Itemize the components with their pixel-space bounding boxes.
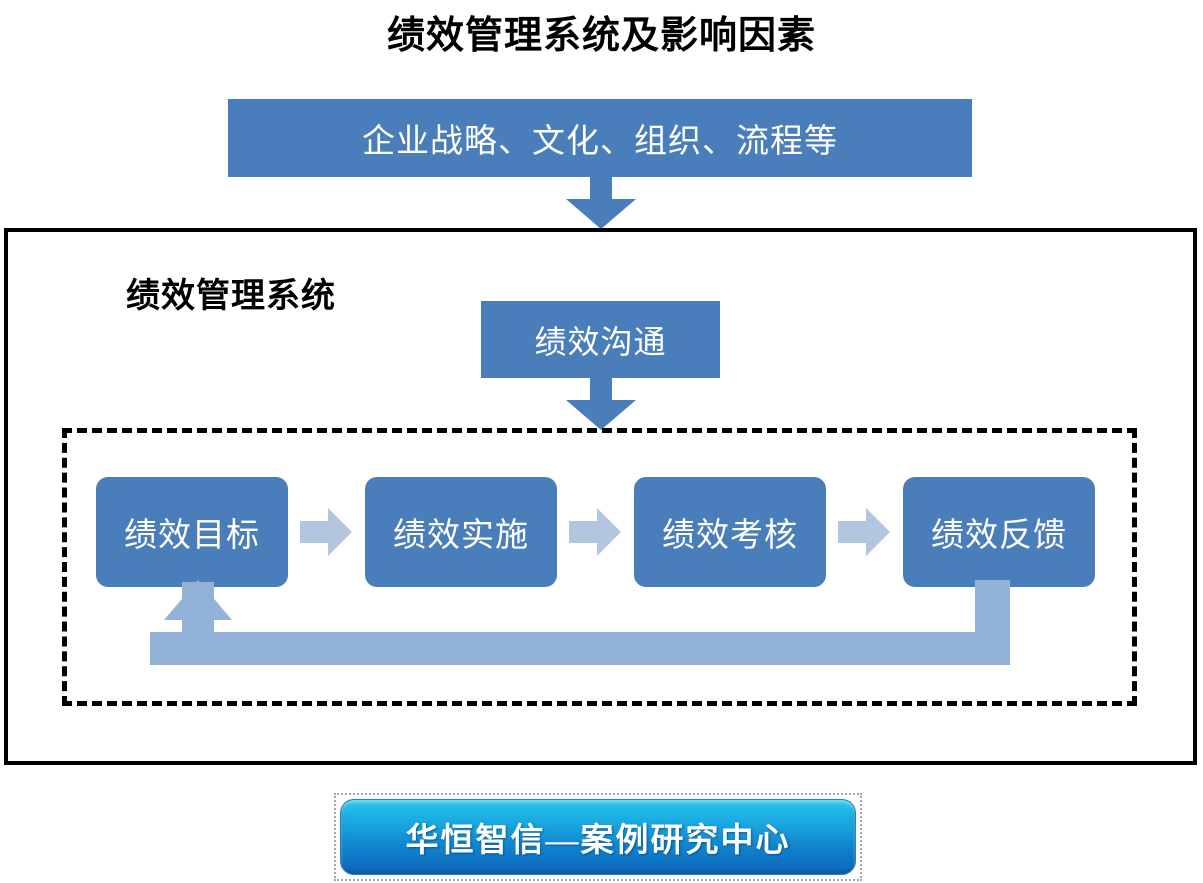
- performance-communication-box: 绩效沟通: [481, 301, 720, 378]
- system-box-title: 绩效管理系统: [126, 277, 336, 315]
- external-factors-label: 企业战略、文化、组织、流程等: [362, 122, 838, 159]
- arrow-right-icon: [838, 508, 890, 556]
- cycle-step-label: 绩效反馈: [931, 516, 1067, 553]
- page-title: 绩效管理系统及影响因素: [386, 15, 816, 57]
- cycle-step-label: 绩效考核: [662, 516, 798, 553]
- arrow-down-icon: [566, 378, 636, 430]
- footer-banner-label: 华恒智信—案例研究中心: [405, 823, 791, 859]
- arrow-right-icon: [300, 508, 352, 556]
- cycle-step-performance-goal: 绩效目标: [96, 477, 288, 587]
- arrow-down-icon: [566, 177, 636, 229]
- cycle-step-performance-appraisal: 绩效考核: [634, 477, 826, 587]
- cycle-step-label: 绩效目标: [124, 516, 260, 553]
- performance-cycle-container: [62, 428, 1137, 706]
- performance-communication-label: 绩效沟通: [534, 323, 667, 360]
- footer-banner-frame: 华恒智信—案例研究中心: [334, 793, 862, 881]
- cycle-step-label: 绩效实施: [393, 516, 529, 553]
- arrow-right-icon: [569, 508, 621, 556]
- external-factors-box: 企业战略、文化、组织、流程等: [228, 99, 972, 177]
- feedback-loop-arrow-icon: [150, 580, 1030, 672]
- footer-banner: 华恒智信—案例研究中心: [340, 799, 856, 875]
- cycle-step-performance-execution: 绩效实施: [365, 477, 557, 587]
- cycle-step-performance-feedback: 绩效反馈: [903, 477, 1095, 587]
